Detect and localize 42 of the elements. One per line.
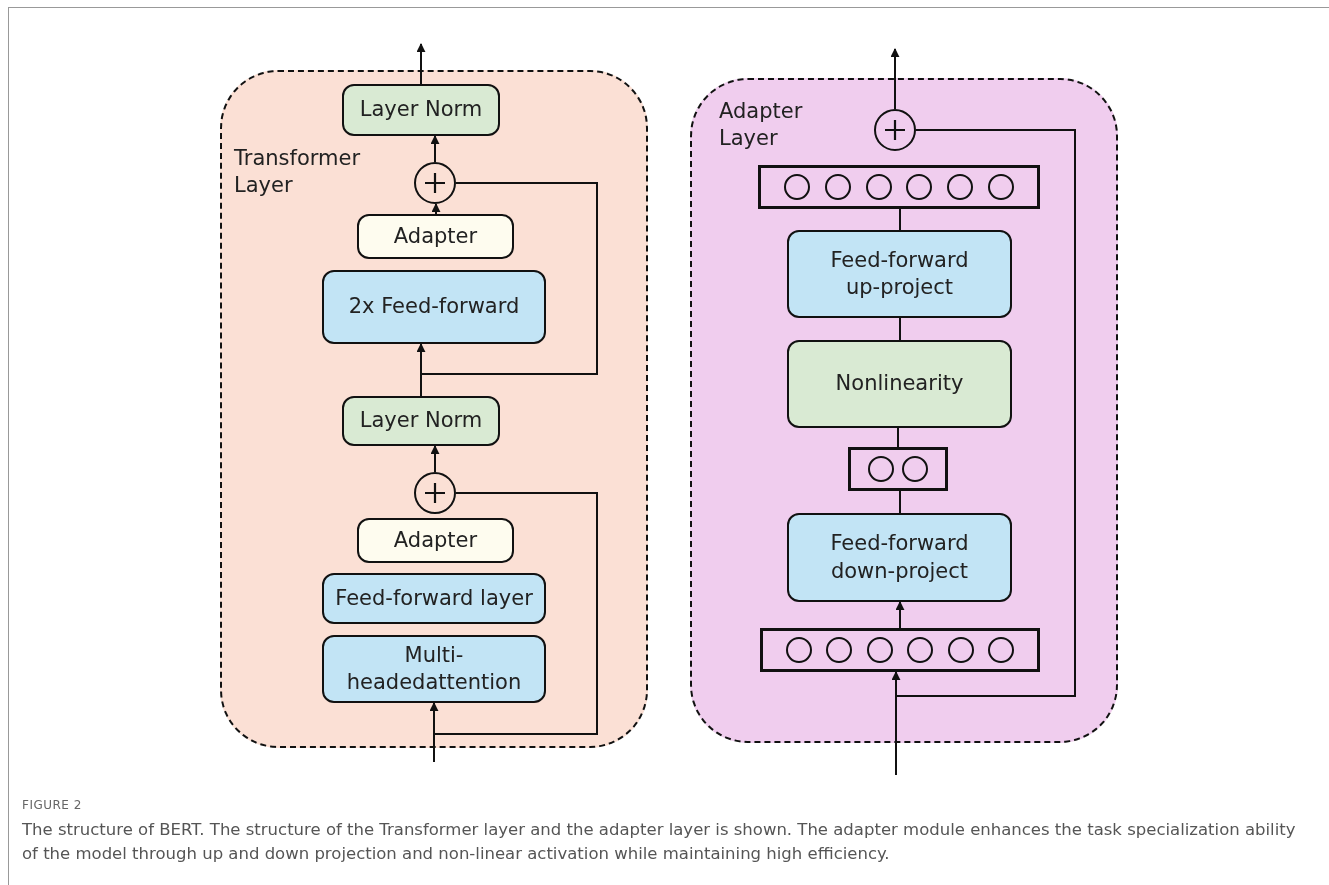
layer-panel bbox=[220, 70, 648, 748]
arrow bbox=[430, 445, 440, 473]
figure-number: FIGURE 2 bbox=[22, 798, 82, 812]
box-label: Multi-headedattention bbox=[345, 641, 523, 696]
arrow bbox=[430, 135, 440, 163]
arrow bbox=[890, 48, 900, 110]
process-box bbox=[322, 270, 546, 344]
box-label: Nonlinearity bbox=[835, 370, 964, 398]
neuron-layer-bar bbox=[848, 447, 948, 491]
process-box bbox=[787, 340, 1012, 428]
neuron-layer-bar bbox=[760, 628, 1040, 672]
box-label: Feed-forward layer bbox=[335, 584, 533, 612]
sum-circle bbox=[414, 472, 456, 514]
layer-panel bbox=[690, 78, 1118, 743]
sum-circle bbox=[414, 162, 456, 204]
box-label: 2x Feed-forward bbox=[348, 293, 520, 321]
process-box bbox=[787, 230, 1012, 318]
process-box bbox=[787, 513, 1012, 602]
process-box bbox=[342, 396, 500, 446]
box-label: Feed-forward down-project bbox=[829, 530, 970, 585]
connector-line bbox=[899, 317, 901, 341]
arrow bbox=[895, 601, 905, 629]
connector-line bbox=[899, 208, 901, 231]
connector-line bbox=[897, 427, 899, 448]
box-label: Adapter bbox=[393, 526, 478, 554]
figure-caption: The structure of BERT. The structure of the Transformer layer and the adapter layer is shown. The adapter module enhances the task specialization ability of the model through up and down projection and non-linear activation while maintaining high efficiency. bbox=[22, 819, 1297, 865]
process-box bbox=[357, 214, 514, 259]
process-box bbox=[322, 573, 546, 624]
neuron-layer-bar bbox=[758, 165, 1040, 209]
panel-heading: Transformer Layer bbox=[234, 145, 361, 200]
arrow bbox=[416, 43, 426, 85]
box-label: Adapter bbox=[393, 222, 478, 250]
box-label: Layer Norm bbox=[359, 407, 483, 435]
box-label: Feed-forward up-project bbox=[829, 246, 970, 301]
process-box bbox=[342, 84, 500, 136]
panel-heading: Adapter Layer bbox=[719, 98, 804, 153]
sum-circle bbox=[874, 109, 916, 151]
box-label: Layer Norm bbox=[359, 96, 483, 124]
arrow bbox=[431, 203, 441, 215]
connector-line bbox=[899, 490, 901, 514]
process-box bbox=[357, 518, 514, 563]
process-box bbox=[322, 635, 546, 703]
